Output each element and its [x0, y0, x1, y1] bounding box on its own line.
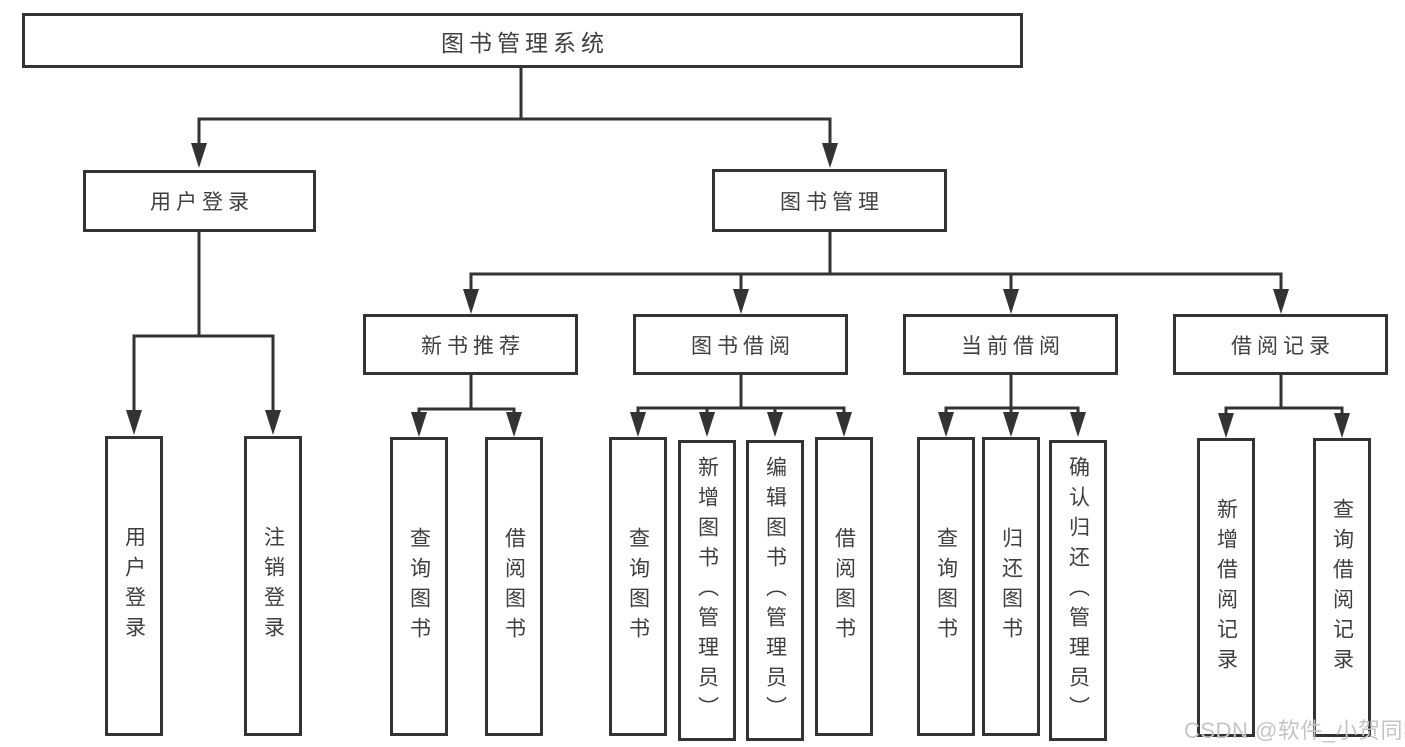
leaf-logout: 注销登录	[244, 436, 302, 736]
node-label: 确认归还（管理员）	[1066, 455, 1090, 726]
arrowhead-icon	[1334, 413, 1350, 438]
node-label: 图书管理系统	[441, 29, 609, 56]
node-borrowing-records: 借阅记录	[1173, 314, 1388, 375]
leaf-query-books-current: 查询图书	[917, 437, 975, 736]
leaf-query-borrow-record: 查询借阅记录	[1313, 438, 1371, 737]
leaf-edit-book-admin: 编辑图书（管理员）	[746, 440, 804, 741]
node-book-borrowing: 图书借阅	[633, 314, 848, 375]
watermark: CSDN @软件_小贺同学	[1184, 718, 1405, 743]
arrowhead-icon	[411, 412, 427, 437]
connector-current-leaves	[944, 374, 1080, 412]
leaf-query-books-recommend: 查询图书	[390, 437, 448, 736]
arrowhead-icon	[506, 412, 522, 437]
node-label: 新增借阅记录	[1214, 497, 1238, 678]
node-label: 查询图书	[407, 526, 431, 647]
connector-borrowing-leaves	[636, 374, 846, 412]
connector-book-mgmt-subtree	[469, 231, 1283, 289]
leaf-return-books: 归还图书	[982, 437, 1040, 736]
arrowhead-icon	[767, 412, 783, 437]
arrowhead-icon	[822, 143, 838, 168]
leaf-user-login: 用户登录	[105, 436, 163, 736]
node-label: 当前借阅	[961, 334, 1065, 358]
node-new-book-recommend: 新书推荐	[363, 314, 578, 375]
arrowhead-icon	[1070, 412, 1086, 437]
node-label: 图书管理	[780, 190, 884, 214]
connector-recommend-leaves	[417, 374, 516, 412]
arrowhead-icon	[733, 289, 749, 314]
arrowhead-icon	[191, 143, 207, 168]
arrowhead-icon	[265, 410, 281, 435]
node-label: 新书推荐	[421, 334, 525, 358]
arrowhead-icon	[463, 289, 479, 314]
leaf-query-books-borrowing: 查询图书	[609, 437, 667, 736]
leaf-add-borrow-record: 新增借阅记录	[1197, 438, 1255, 737]
arrowhead-icon	[1003, 289, 1019, 314]
arrowhead-icon	[126, 410, 142, 435]
connector-user-login-subtree	[132, 231, 275, 410]
node-label: 用户登录	[122, 526, 146, 646]
node-label: 新增图书（管理员）	[695, 455, 719, 726]
arrowhead-icon	[1003, 412, 1019, 437]
node-library-system: 图书管理系统	[22, 13, 1023, 68]
node-label: 查询借阅记录	[1330, 497, 1354, 678]
arrowhead-icon	[1218, 413, 1234, 438]
node-label: 借阅记录	[1231, 334, 1335, 358]
node-label: 借阅图书	[832, 526, 856, 647]
node-label: 用户登录	[150, 191, 254, 214]
node-label: 注销登录	[261, 526, 285, 646]
connector-records-leaves	[1224, 374, 1344, 413]
arrowhead-icon	[699, 412, 715, 437]
node-label: 借阅图书	[502, 526, 526, 647]
node-current-borrowing: 当前借阅	[903, 314, 1118, 375]
node-label: 编辑图书（管理员）	[763, 455, 787, 726]
arrowhead-icon	[836, 412, 852, 437]
leaf-borrow-books-recommend: 借阅图书	[485, 437, 543, 736]
node-label: 图书借阅	[691, 334, 795, 358]
arrowhead-icon	[1273, 289, 1289, 314]
arrowhead-icon	[630, 412, 646, 437]
node-label: 查询图书	[626, 526, 650, 647]
node-label: 归还图书	[999, 526, 1023, 647]
node-book-management: 图书管理	[712, 169, 947, 232]
arrowhead-icon	[938, 412, 954, 437]
connector-level2-bar	[197, 117, 832, 144]
leaf-confirm-return-admin: 确认归还（管理员）	[1049, 440, 1107, 741]
node-label: 查询图书	[934, 526, 958, 647]
leaf-borrow-books-borrowing: 借阅图书	[815, 437, 873, 736]
node-user-login: 用户登录	[83, 170, 316, 232]
leaf-add-book-admin: 新增图书（管理员）	[678, 440, 736, 741]
